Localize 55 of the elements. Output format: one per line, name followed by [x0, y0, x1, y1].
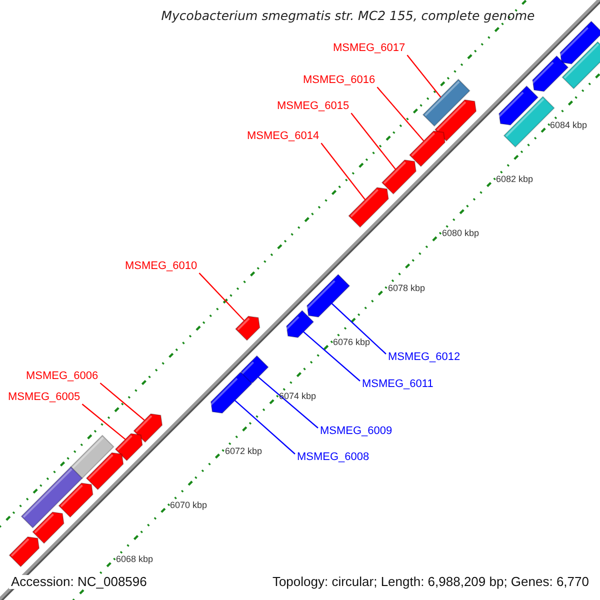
- gene-block: [408, 130, 446, 168]
- accession-text: Accession: NC_008596: [9, 575, 149, 590]
- gene-block: [530, 55, 569, 92]
- leader-line: [198, 272, 245, 321]
- gene-block: [114, 433, 143, 462]
- scale-label: 6074 kbp: [279, 392, 316, 402]
- scale-label: 6068 kbp: [116, 555, 154, 565]
- gene-label: MSMEG_6011: [362, 378, 434, 390]
- scale-label: 6076 kbp: [333, 338, 370, 348]
- gene-block: [496, 85, 539, 126]
- gene-label: MSMEG_6014: [247, 130, 320, 142]
- gene-block: [133, 413, 163, 443]
- scale-label: 6070 kbp: [170, 501, 208, 511]
- gene-bar: [422, 78, 470, 127]
- leader-line: [320, 142, 366, 200]
- gene-label: MSMEG_6015: [277, 100, 350, 112]
- gene-block: [284, 310, 314, 338]
- gene-block: [234, 316, 260, 342]
- leader-line: [303, 331, 360, 382]
- leader-line: [376, 86, 424, 142]
- gene-bar: [70, 434, 114, 480]
- gene-label: MSMEG_6012: [388, 351, 460, 364]
- gene-block: [58, 482, 94, 518]
- gene-label: MSMEG_6005: [8, 391, 80, 404]
- gene-label: MSMEG_6009: [320, 425, 392, 438]
- gene-label: MSMEG_6017: [333, 42, 406, 54]
- leader-line: [100, 382, 145, 421]
- gene-label: MSMEG_6016: [303, 74, 376, 86]
- gene-block: [434, 99, 477, 142]
- scale-label: 6080 kbp: [442, 229, 480, 239]
- gene-label: MSMEG_6010: [125, 260, 198, 272]
- leader-line: [258, 376, 318, 428]
- gene-label: MSMEG_6006: [26, 370, 98, 382]
- gene-block: [86, 452, 124, 490]
- leader-line: [350, 112, 396, 170]
- scale-label: 6082 kbp: [496, 175, 534, 185]
- diagram-title: Mycobacterium smegmatis str. MC2 155, complete genome: [160, 9, 536, 23]
- gene-block: [8, 536, 40, 568]
- gene-block: [348, 187, 389, 228]
- gene-bar: [562, 41, 600, 90]
- leader-line: [331, 303, 386, 354]
- leader-line: [406, 54, 442, 98]
- scale-label: 6084 kbp: [550, 121, 588, 131]
- scale-label: 6072 kbp: [225, 447, 262, 457]
- gene-block: [381, 159, 416, 195]
- gene-label: MSMEG_6008: [297, 451, 370, 464]
- gene-bar: [20, 466, 83, 528]
- gene-block: [557, 20, 600, 64]
- gene-block: [208, 371, 253, 414]
- leader-line: [82, 404, 126, 440]
- gene-block: [304, 274, 350, 318]
- scale-label: 6078 kbp: [388, 284, 426, 294]
- gene-block: [32, 512, 64, 544]
- leader-line: [234, 400, 296, 454]
- genome-summary-text: Topology: circular; Length: 6,988,209 bp; Genes: 6,770: [270, 575, 591, 590]
